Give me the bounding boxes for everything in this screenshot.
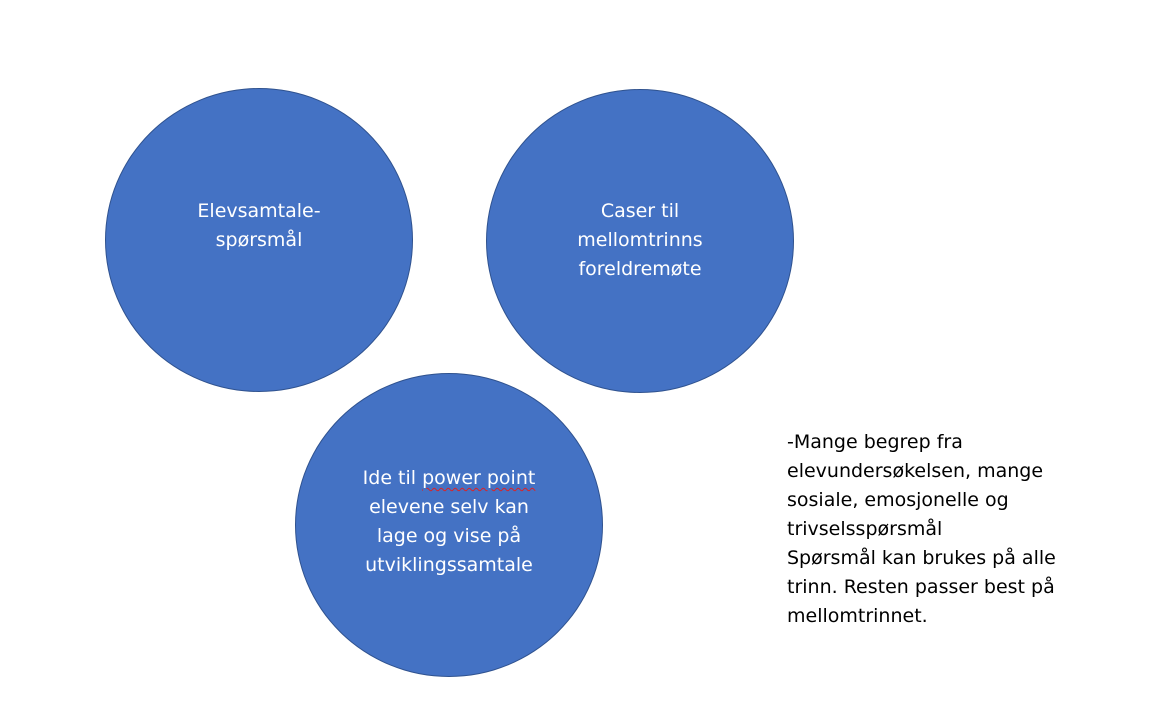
circle-power-point-line-4: utviklingssamtale: [365, 554, 533, 576]
note-line-1: -Mange begrep fra: [787, 431, 963, 453]
note-line-7: mellomtrinnet.: [787, 605, 928, 627]
note-line-6: trinn. Resten passer best på: [787, 576, 1055, 598]
circle-caser-line-3: foreldremøte: [578, 257, 702, 280]
circle-caser-line-2: mellomtrinns: [577, 228, 703, 251]
note-line-4: trivselsspørsmål: [787, 518, 943, 540]
note-line-5: Spørsmål kan brukes på alle: [787, 547, 1056, 569]
circle-caser-line-1: Caser til: [600, 199, 680, 222]
circle-power-point-label: Ide til power point elevene selv kan lag…: [363, 464, 536, 580]
circle-power-point-line-1: Ide til power point: [363, 464, 536, 493]
circle-elevsamtale-label: Elevsamtale- spørsmål: [197, 197, 320, 255]
circle-power-point-line-2: elevene selv kan: [369, 496, 529, 518]
note-line-3: sosiale, emosjonelle og: [787, 489, 1009, 511]
circle-elevsamtale-line-2: spørsmål: [215, 229, 303, 251]
circle-elevsamtale-line-1: Elevsamtale-: [197, 200, 321, 222]
circle-power-point-prefix: Ide til: [362, 467, 423, 489]
circle-power-point-line-3: lage og vise på: [376, 525, 522, 547]
circle-caser[interactable]: Caser til mellomtrinns foreldremøte: [486, 89, 794, 393]
note-line-2: elevundersøkelsen, mange: [787, 460, 1044, 482]
circle-power-point[interactable]: Ide til power point elevene selv kan lag…: [295, 373, 603, 677]
spellcheck-underlined-text: power point: [422, 467, 536, 489]
note-text-box[interactable]: -Mange begrep fra elevundersøkelsen, man…: [787, 428, 1147, 631]
circle-elevsamtale[interactable]: Elevsamtale- spørsmål: [105, 88, 413, 392]
circle-caser-label: Caser til mellomtrinns foreldremøte: [577, 197, 702, 284]
